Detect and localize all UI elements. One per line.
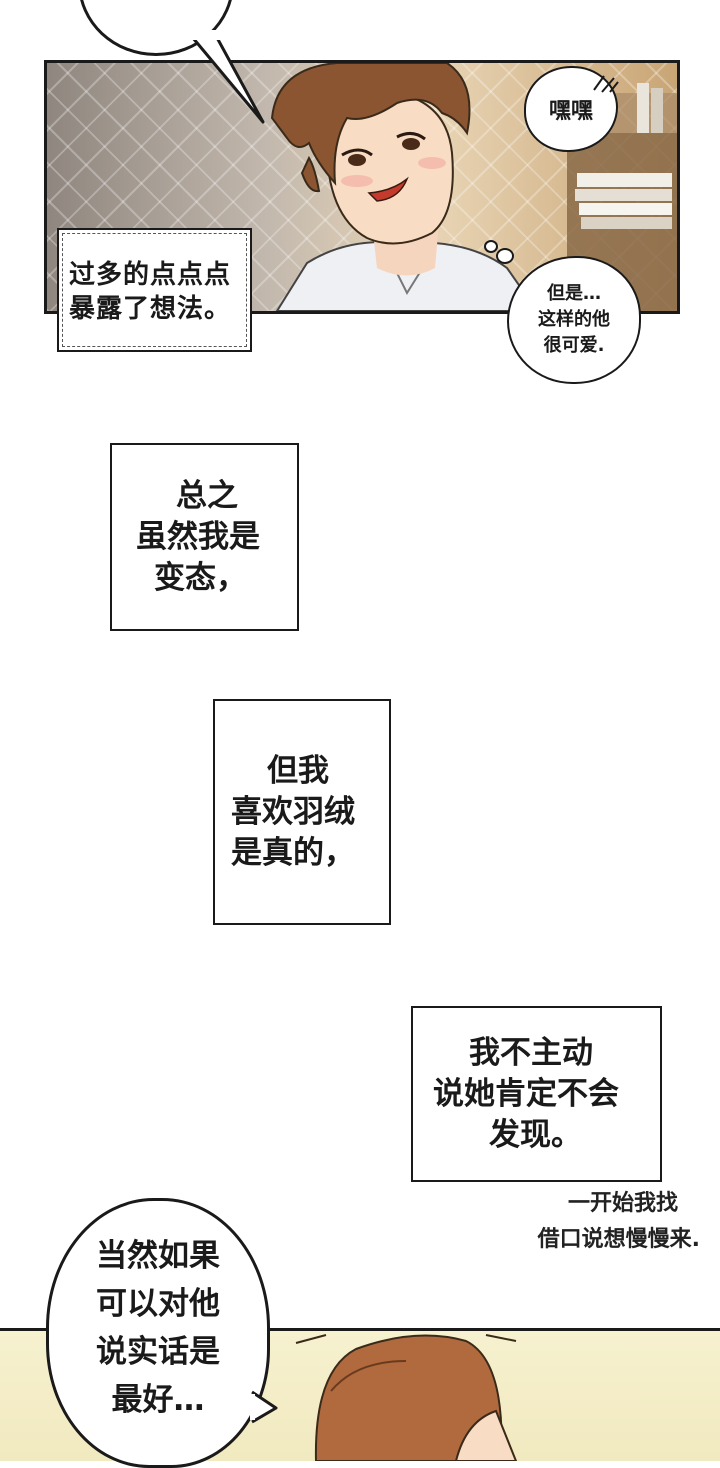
thought-dot bbox=[484, 240, 498, 253]
caption-line: 暴露了想法。 bbox=[69, 294, 232, 324]
aside-line: 一开始我找 bbox=[567, 1191, 678, 1216]
speech-line: 当然如果 bbox=[96, 1238, 220, 1274]
speech-bubble-tail bbox=[185, 30, 265, 124]
sfx-bubble: 嘿嘿 bbox=[524, 66, 618, 152]
thought-line: 这样的他 bbox=[538, 309, 610, 330]
narration-line: 是真的， bbox=[231, 834, 355, 871]
narration-line: 虽然我是 bbox=[136, 518, 260, 555]
narration-line: 但我 bbox=[267, 752, 329, 789]
sparkle-lines bbox=[593, 75, 619, 93]
narration-line: 说她肯定不会 bbox=[433, 1075, 619, 1112]
speech-bubble-tail bbox=[250, 1390, 278, 1424]
narration-line: 总之 bbox=[176, 477, 238, 514]
caption-line: 过多的点点点 bbox=[69, 260, 232, 290]
narration-line: 变态， bbox=[154, 559, 247, 596]
speech-line: 最好… bbox=[111, 1382, 205, 1418]
narration-line: 喜欢羽绒 bbox=[231, 793, 355, 830]
narration-box-2: 但我 喜欢羽绒 是真的， bbox=[213, 699, 391, 925]
thought-line: 但是… bbox=[547, 283, 601, 304]
sfx-text: 嘿嘿 bbox=[548, 99, 593, 124]
narration-line: 发现。 bbox=[489, 1116, 582, 1153]
thought-line: 很可爱. bbox=[543, 335, 605, 356]
thought-bubble: 但是… 这样的他 很可爱. bbox=[507, 256, 641, 384]
narration-box-1: 总之 虽然我是 变态， bbox=[110, 443, 299, 631]
speech-line: 说实话是 bbox=[96, 1334, 220, 1370]
aside-note: 一开始我找 借口说想慢慢来. bbox=[460, 1186, 700, 1258]
narration-box-3: 我不主动 说她肯定不会 发现。 bbox=[411, 1006, 662, 1182]
speech-bubble-bottom: 当然如果 可以对他 说实话是 最好… bbox=[46, 1198, 270, 1468]
thought-dot bbox=[496, 248, 514, 264]
speech-line: 可以对他 bbox=[96, 1286, 220, 1322]
narration-caption: 过多的点点点 暴露了想法。 bbox=[57, 228, 252, 352]
narration-line: 我不主动 bbox=[469, 1034, 593, 1071]
aside-line: 借口说想慢慢来. bbox=[537, 1227, 700, 1252]
